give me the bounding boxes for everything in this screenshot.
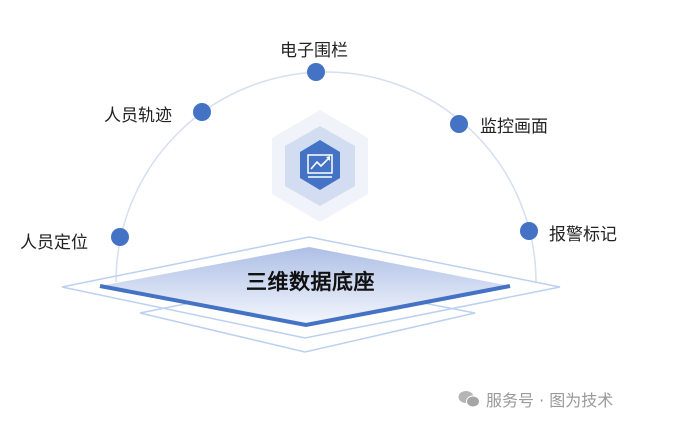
base-outline-outer <box>61 236 561 339</box>
node-dot <box>520 222 538 240</box>
node-dot <box>111 228 129 246</box>
node-label-track: 人员轨迹 <box>104 106 172 126</box>
watermark: 服务号 · 图为技术 <box>458 387 613 411</box>
node-dot <box>450 115 468 133</box>
node-label-alarm: 报警标记 <box>549 225 617 245</box>
node-label-location: 人员定位 <box>20 233 88 253</box>
watermark-text: 服务号 · 图为技术 <box>486 391 614 410</box>
wechat-icon <box>458 391 480 408</box>
node-dots <box>111 63 538 246</box>
hexagon-badge <box>272 110 368 222</box>
base-edge <box>99 284 511 328</box>
node-label-monitor: 监控画面 <box>480 117 548 137</box>
node-dot <box>307 63 325 81</box>
node-label-fence: 电子围栏 <box>280 41 348 61</box>
node-dot <box>193 103 211 121</box>
arc <box>115 71 537 283</box>
base-title: 三维数据底座 <box>246 270 375 294</box>
